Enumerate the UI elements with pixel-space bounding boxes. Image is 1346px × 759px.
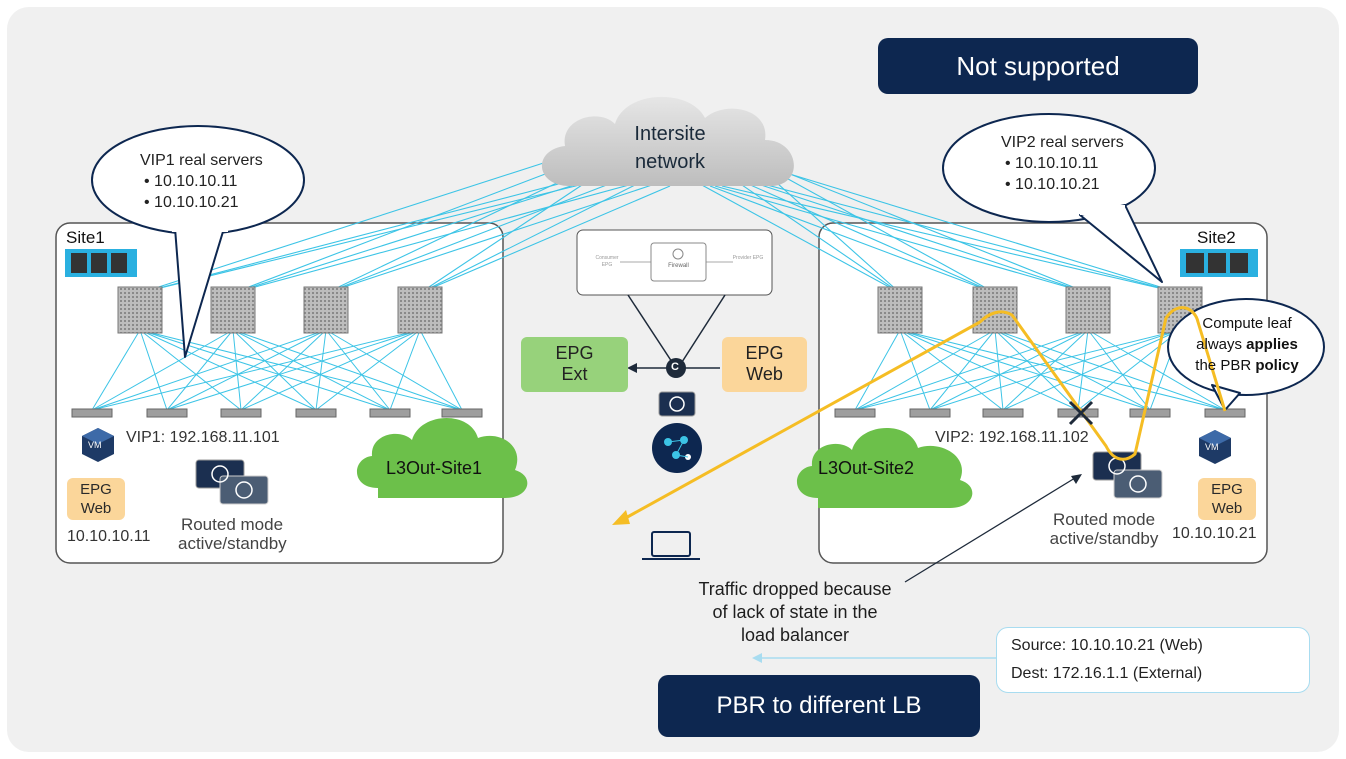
site2-epg-web-line2: Web — [1211, 500, 1243, 517]
drop-note-line1: Traffic dropped because — [698, 579, 892, 599]
site2-bubble — [942, 113, 1163, 283]
site1-label: Site1 — [66, 228, 105, 247]
intersite-cloud — [541, 96, 794, 186]
intersite-links — [139, 147, 1181, 294]
site2-fabric-links — [854, 329, 1226, 411]
orchestrator-icon — [652, 423, 702, 473]
epg-web-center-label: EPG Web — [722, 343, 807, 385]
flow-source: Source: 10.10.10.21 (Web) — [1011, 637, 1203, 654]
site2-lb-mode-line1: Routed mode — [1052, 510, 1156, 529]
drop-note-line3: load balancer — [740, 625, 850, 645]
site1-load-balancer-icon — [195, 459, 269, 505]
laptop-icon — [642, 531, 700, 560]
banner-not-supported: Not supported — [878, 38, 1198, 94]
compute-leaf-line2: always applies — [1180, 334, 1314, 355]
site2-epg-web: EPG Web — [1198, 478, 1256, 520]
epg-web-box — [722, 337, 807, 392]
traffic-path — [621, 306, 1227, 522]
site1-bubble — [91, 125, 305, 358]
intersite-label: Intersite network — [600, 120, 740, 176]
site2-lb-mode: Routed mode active/standby — [1038, 510, 1170, 548]
drop-note-pointer — [904, 477, 1076, 583]
site2-lb-mode-line2: active/standby — [1049, 529, 1159, 548]
site1-fabric-links — [91, 329, 463, 411]
site1-spines — [117, 286, 443, 334]
vm-label-site2: VM — [1205, 442, 1219, 452]
site1-epg-web: EPG Web — [67, 478, 125, 520]
site1-epg-web-line1: EPG — [80, 481, 112, 498]
site2-epg-web-line1: EPG — [1211, 481, 1243, 498]
l3out-site1-label: L3Out-Site1 — [386, 458, 483, 478]
site1-lb-mode-line2: active/standby — [178, 534, 287, 553]
consumer-epg-label: Consumer EPG — [595, 255, 619, 268]
contract-icon — [666, 358, 686, 378]
contract-c-label: C — [671, 361, 679, 373]
site1-bubble-item: • 10.10.10.21 — [144, 194, 239, 211]
vm-label-site1: VM — [88, 440, 102, 450]
contract-link-right — [681, 294, 726, 363]
firewall-icon — [672, 248, 684, 260]
traffic-arrow-head — [612, 510, 630, 525]
epg-web-center-line2: Web — [746, 364, 783, 384]
epg-ext-box — [521, 337, 628, 392]
site1-ip: 10.10.10.11 — [67, 528, 151, 545]
compute-leaf-line1: Compute leaf — [1202, 315, 1292, 332]
contract-arrow-head — [627, 363, 637, 373]
intersite-label-line1: Intersite — [634, 123, 706, 145]
flow-dest: Dest: 172.16.1.1 (External) — [1011, 665, 1203, 682]
site1-lb-mode: Routed mode active/standby — [178, 515, 287, 553]
center-load-balancer-icon — [658, 391, 696, 417]
drop-x-mark — [1068, 400, 1094, 426]
firewall-node — [650, 242, 707, 282]
l3out-site2-cloud — [796, 427, 973, 508]
vm-icon-site1 — [82, 428, 114, 462]
site2-leaves — [834, 408, 1246, 418]
site2-bubble-item: • 10.10.10.11 — [1005, 155, 1099, 172]
site2-apic-icon — [1180, 249, 1258, 277]
compute-leaf-line3: the PBR policy — [1180, 355, 1314, 376]
site1-leaves — [71, 408, 483, 418]
l3out-site1-cloud — [356, 417, 528, 498]
epg-ext-label: EPG Ext — [521, 343, 628, 385]
intersite-label-line2: network — [634, 151, 706, 173]
drop-note-line2: of lack of state in the — [712, 602, 878, 622]
compute-leaf-line2a: always — [1196, 336, 1247, 353]
banner-pbr-different-lb: PBR to different LB — [658, 675, 980, 737]
site1-vip-label: VIP1: 192.168.11.101 — [126, 429, 280, 446]
site2-vip-label: VIP2: 192.168.11.102 — [935, 429, 1089, 446]
compute-leaf-line3a: the PBR — [1195, 357, 1256, 374]
flow-info-box: Source: 10.10.10.21 (Web) Dest: 172.16.1… — [996, 627, 1310, 693]
firewall-label: Firewall — [668, 263, 689, 269]
compute-leaf-text: Compute leaf always applies the PBR poli… — [1180, 313, 1314, 376]
site2-ip: 10.10.10.21 — [1172, 525, 1257, 542]
site2-bubble-title: VIP2 real servers — [1001, 134, 1124, 151]
compute-leaf-line3b: policy — [1255, 357, 1299, 374]
site2-label: Site2 — [1197, 228, 1236, 247]
epg-ext-line2: Ext — [561, 364, 588, 384]
drop-note: Traffic dropped because of lack of state… — [660, 578, 930, 647]
compute-leaf-line2b: applies — [1246, 336, 1298, 353]
drop-note-pointer-head — [1071, 474, 1082, 484]
vm-icon-site2 — [1199, 430, 1231, 464]
contract-link-left — [627, 294, 673, 363]
flow-pointer-head — [752, 653, 762, 663]
site1-apic-icon — [65, 249, 137, 277]
l3out-site2-label: L3Out-Site2 — [818, 458, 915, 478]
epg-ext-line1: EPG — [555, 343, 594, 363]
site2-bubble-item: • 10.10.10.21 — [1005, 176, 1100, 193]
provider-epg-label: Provider EPG — [732, 255, 764, 261]
site1-bubble-title: VIP1 real servers — [140, 152, 263, 169]
epg-web-center-line1: EPG — [745, 343, 784, 363]
site2-bubble-text: VIP2 real servers • 10.10.10.11 • 10.10.… — [1001, 132, 1124, 195]
site1-epg-web-line2: Web — [80, 500, 112, 517]
site1-lb-mode-line1: Routed mode — [180, 515, 284, 534]
site1-bubble-item: • 10.10.10.11 — [144, 173, 238, 190]
site1-bubble-text: VIP1 real servers • 10.10.10.11 • 10.10.… — [140, 150, 263, 213]
